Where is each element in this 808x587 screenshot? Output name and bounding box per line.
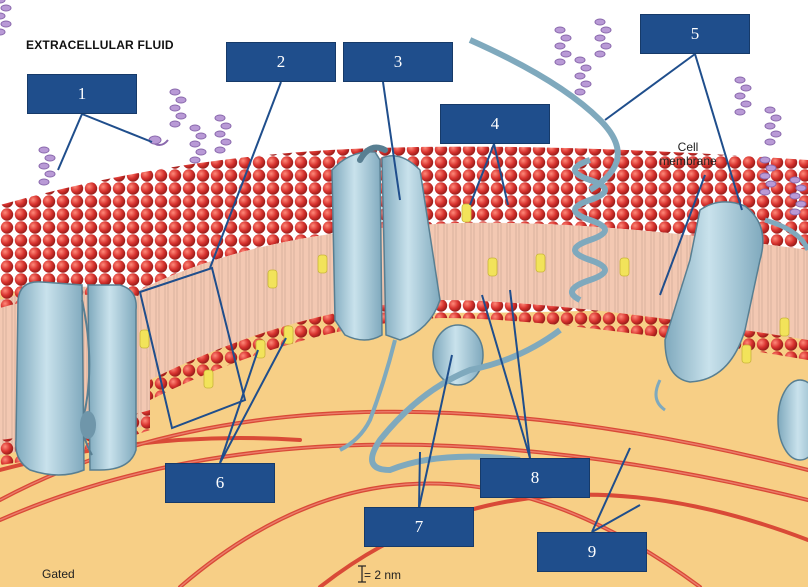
cell-membrane-line1: Cell [648,140,728,154]
cell-membrane-line2: membrane [648,154,728,168]
label-box-4[interactable]: 4 [440,104,550,144]
label-box-8[interactable]: 8 [480,458,590,498]
label-box-7[interactable]: 7 [364,507,474,547]
label-box-6[interactable]: 6 [165,463,275,503]
label-box-5[interactable]: 5 [640,14,750,54]
extracellular-fluid-caption: EXTRACELLULAR FLUID [26,38,174,52]
label-box-9[interactable]: 9 [537,532,647,572]
scale-bar-caption: = 2 nm [364,568,401,582]
gated-caption: Gated [42,567,75,581]
label-box-1[interactable]: 1 [27,74,137,114]
cell-membrane-caption: Cell membrane [648,140,728,168]
channel-protein-icon [16,282,136,475]
label-box-3[interactable]: 3 [343,42,453,82]
label-box-2[interactable]: 2 [226,42,336,82]
